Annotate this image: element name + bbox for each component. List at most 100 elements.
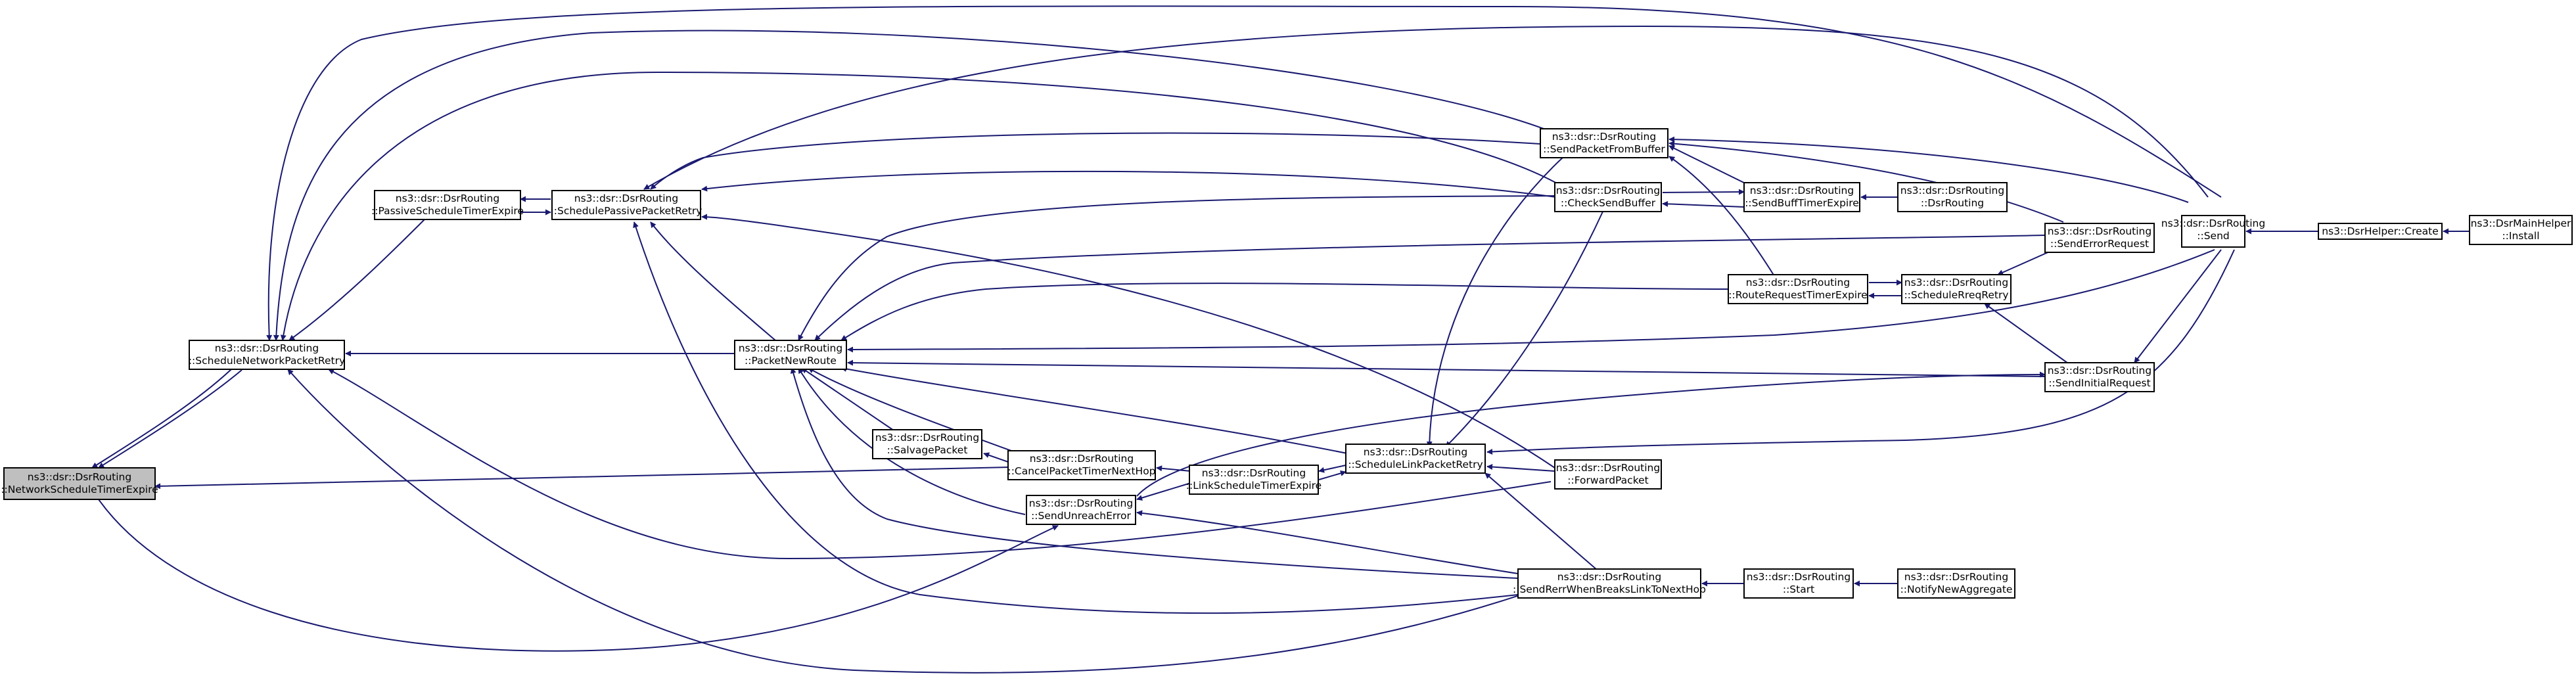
node-label-line2: ::SalvagePacket (887, 444, 968, 456)
node-label-line1: ns3::dsr::DsrRouting (1747, 571, 1851, 583)
node-label-line2: ::ScheduleLinkPacketRetry (1348, 459, 1483, 470)
node-dsr-main-helper-install[interactable]: ns3::DsrMainHelper ::Install (2469, 215, 2573, 245)
node-label-line1: ns3::dsr::DsrRouting (2048, 365, 2151, 377)
node-label-line2: ::SendRerrWhenBreaksLinkToNextHop (1513, 583, 1706, 595)
node-dsr-helper-create[interactable]: ns3::DsrHelper::Create (2318, 223, 2443, 240)
node-label-line2: ::Start (1783, 583, 1814, 595)
node-label-line2: ::Install (2502, 230, 2539, 242)
edge-pnr-sppr (650, 221, 776, 341)
edge-spfb-sppr (650, 132, 1552, 190)
edge-spfb-snpr (273, 30, 1552, 341)
node-label-line1: ns3::dsr::DsrRouting (574, 193, 678, 204)
edge-cptnh-salv (983, 452, 1009, 463)
edge-cptnh-root (154, 467, 1009, 490)
node-label-line1: ns3::dsr::DsrRouting (1904, 277, 2008, 288)
edge-spfb-slpr (1426, 156, 1565, 447)
node-route-request-timer-expire[interactable]: ns3::dsr::DsrRouting ::RouteRequestTimer… (1728, 274, 1868, 304)
node-label-line2: ::LinkScheduleTimerExpire (1186, 480, 1322, 492)
node-send-initial-request[interactable]: ns3::dsr::DsrRouting ::SendInitialReques… (2044, 362, 2155, 392)
node-start[interactable]: ns3::dsr::DsrRouting ::Start (1743, 568, 1854, 599)
node-label-line2: ::SendPacketFromBuffer (1543, 143, 1665, 155)
node-send-packet-from-buffer[interactable]: ns3::dsr::DsrRouting ::SendPacketFromBuf… (1540, 128, 1668, 158)
node-label-line1: ns3::dsr::DsrRouting (215, 342, 319, 354)
edge-slpr-pnr (840, 366, 1348, 454)
edge-salv-pnr (801, 367, 894, 431)
edge-sue-pnr (798, 367, 1026, 515)
node-label-line1: ns3::dsr::DsrRouting (1904, 571, 2008, 583)
node-label-line2: ::Send (2197, 230, 2229, 242)
node-label-line2: ::SendUnreachError (1031, 510, 1131, 522)
node-send-rerr-when-breaks-link[interactable]: ns3::dsr::DsrRouting ::SendRerrWhenBreak… (1513, 568, 1706, 599)
node-label-line2: ::SchedulePassivePacketRetry (551, 205, 702, 217)
node-schedule-network-packet-retry[interactable]: ns3::dsr::DsrRouting ::ScheduleNetworkPa… (189, 340, 345, 370)
node-label-line2: ::CheckSendBuffer (1561, 197, 1656, 209)
node-label-line2: ::ForwardPacket (1567, 474, 1649, 486)
node-label-line1: ns3::dsr::DsrRouting (1900, 185, 2004, 196)
edge-snpr-root-b (91, 369, 232, 469)
node-send-buff-timer-expire[interactable]: ns3::dsr::DsrRouting ::SendBuffTimerExpi… (1743, 182, 1860, 212)
node-forward-packet[interactable]: ns3::dsr::DsrRouting ::ForwardPacket (1554, 459, 1662, 490)
node-label-line2: ::ScheduleNetworkPacketRetry (189, 355, 345, 367)
edge-csb-slpr (1445, 210, 1604, 447)
node-label-line1: ns3::dsr::DsrRouting (2161, 217, 2265, 229)
node-label-line2: ::PacketNewRoute (745, 355, 837, 367)
node-label-line1: ns3::DsrMainHelper (2471, 217, 2571, 229)
edge-csb-sbte (1662, 189, 1745, 195)
edge-snwb-sppr (633, 221, 1519, 614)
node-salvage-packet[interactable]: ns3::dsr::DsrRouting ::SalvagePacket (872, 429, 982, 459)
node-send-unreach-error[interactable]: ns3::dsr::DsrRouting ::SendUnreachError (1026, 495, 1136, 525)
node-label-line1: ns3::dsr::DsrRouting (1556, 185, 1660, 196)
node-schedule-rreq-retry[interactable]: ns3::dsr::DsrRouting ::ScheduleRreqRetry (1901, 274, 2012, 304)
node-label-line2: ::SendBuffTimerExpire (1745, 197, 1859, 209)
node-passive-schedule-timer-expire[interactable]: ns3::dsr::DsrRouting ::PassiveScheduleTi… (371, 190, 524, 220)
edge-csb-pnr (798, 195, 1557, 341)
node-label-line1: ns3::dsr::DsrRouting (1029, 497, 1133, 509)
node-link-schedule-timer-expire[interactable]: ns3::dsr::DsrRouting ::LinkScheduleTimer… (1186, 465, 1322, 495)
node-label-line1: ns3::dsr::DsrRouting (1364, 446, 1467, 458)
node-cancel-packet-timer-next-hop[interactable]: ns3::dsr::DsrRouting ::CancelPacketTimer… (1007, 450, 1156, 480)
edge-ser-pnr (814, 235, 2046, 341)
node-send[interactable]: ns3::dsr::DsrRouting ::Send (2161, 215, 2265, 248)
edge-snwb-snpr (287, 369, 1552, 674)
node-label-line1: ns3::dsr::DsrRouting (1746, 277, 1850, 288)
node-label-line1: ns3::dsr::DsrRouting (1557, 571, 1661, 583)
node-label-line2: ::SendErrorRequest (2050, 238, 2149, 250)
edge-fp-snpr (328, 369, 1552, 560)
edge-send-snpr (266, 5, 2222, 341)
edge-sir-pnr (847, 359, 2046, 377)
edge-send-pnr (847, 249, 2215, 353)
node-label-line1: ns3::dsr::DsrRouting (2048, 225, 2151, 237)
node-packet-new-route[interactable]: ns3::dsr::DsrRouting ::PacketNewRoute (734, 340, 847, 370)
node-label-line1: ns3::dsr::DsrRouting (1552, 131, 1656, 143)
node-label-line1: ns3::dsr::DsrRouting (396, 193, 499, 204)
edge-ser-spfb (1668, 141, 2064, 223)
edge-snwb-slpr (1484, 472, 1598, 570)
node-label-line1: ns3::dsr::DsrRouting (28, 471, 131, 483)
node-label-line1: ns3::dsr::DsrRouting (1556, 462, 1660, 474)
node-label-line2: ::CancelPacketTimerNextHop (1007, 465, 1155, 477)
edge-lste-slpr (1318, 470, 1346, 480)
node-label-line2: ::NetworkScheduleTimerExpire (1, 484, 158, 495)
nodes: ns3::dsr::DsrRouting ::NetworkScheduleTi… (1, 128, 2573, 599)
node-notify-new-aggregate[interactable]: ns3::dsr::DsrRouting ::NotifyNewAggregat… (1897, 568, 2015, 599)
node-label-line1: ns3::dsr::DsrRouting (1030, 453, 1134, 465)
edge-cptnh-pnr (808, 367, 1019, 454)
edge-rrte-spfb (1668, 156, 1775, 277)
node-network-schedule-timer-expire[interactable]: ns3::dsr::DsrRouting ::NetworkScheduleTi… (1, 467, 158, 500)
edges (91, 5, 2470, 674)
edge-rrte-pnr (840, 283, 1729, 341)
edge-sue-sir (1136, 371, 2046, 497)
node-dsr-routing-ctor[interactable]: ns3::dsr::DsrRouting ::DsrRouting (1897, 182, 2008, 212)
edge-sir-send (2134, 249, 2222, 363)
node-label-line2: ::NotifyNewAggregate (1900, 583, 2013, 595)
node-schedule-link-packet-retry[interactable]: ns3::dsr::DsrRouting ::ScheduleLinkPacke… (1345, 444, 1486, 474)
node-label-line1: ns3::dsr::DsrRouting (739, 342, 842, 354)
edge-send-spfb (1668, 136, 2189, 203)
node-send-error-request[interactable]: ns3::dsr::DsrRouting ::SendErrorRequest (2044, 223, 2155, 253)
node-schedule-passive-packet-retry[interactable]: ns3::dsr::DsrRouting ::SchedulePassivePa… (551, 190, 702, 220)
node-label-line2: ::DsrRouting (1921, 197, 1984, 209)
node-label-line2: ::SendInitialRequest (2048, 377, 2150, 389)
node-check-send-buffer[interactable]: ns3::dsr::DsrRouting ::CheckSendBuffer (1554, 182, 1662, 212)
edge-sbte-csb (1662, 200, 1745, 208)
